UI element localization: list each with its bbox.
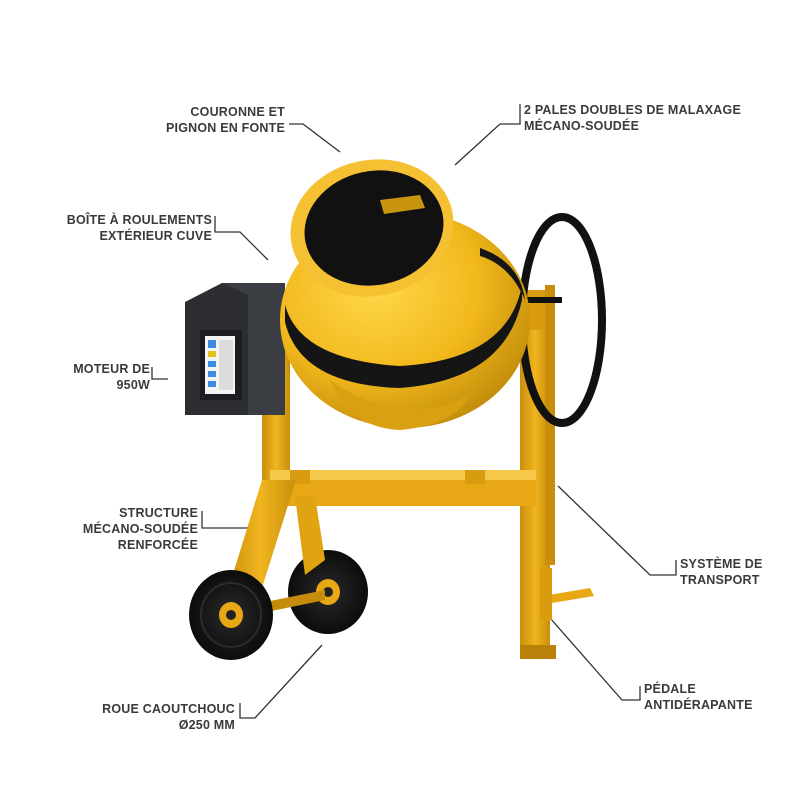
frame-structure [225, 285, 594, 659]
leader-transport [557, 485, 677, 576]
leader-pedale [549, 617, 641, 701]
leader-structure [201, 511, 248, 529]
front-wheel [189, 570, 273, 660]
callout-frame-line3: RENFORCÉE [117, 538, 198, 552]
mixing-drum [280, 159, 530, 430]
callout-motor-line1: MOTEUR DE [73, 362, 150, 376]
callout-frame-line1: STRUCTURE [119, 506, 198, 520]
leader-lines [151, 104, 677, 719]
callout-crown-gear: COURONNE ET PIGNON EN FONTE [150, 104, 285, 136]
callout-pedal-line2: ANTIDÉRAPANTE [644, 698, 753, 712]
leader-couronne [289, 123, 341, 153]
callout-mixing-blades: 2 PALES DOUBLES DE MALAXAGE MÉCANO-SOUDÉ… [524, 102, 741, 134]
callout-frame-line2: MÉCANO-SOUDÉE [82, 522, 198, 536]
leader-pales [454, 104, 521, 166]
leader-roue [239, 644, 323, 719]
callout-motor: MOTEUR DE 950W [70, 361, 150, 393]
callout-bearing-box-line2: EXTÉRIEUR CUVE [99, 229, 212, 243]
callout-transport-line1: SYSTÈME DE [680, 557, 763, 571]
leader-boite [214, 216, 269, 261]
callout-crown-gear-line1: COURONNE ET [190, 105, 285, 119]
callout-bearing-box-line1: BOÎTE À ROULEMENTS [66, 213, 212, 227]
callout-frame: STRUCTURE MÉCANO-SOUDÉE RENFORCÉE [60, 505, 198, 553]
callout-pedal-line1: PÉDALE [644, 682, 696, 696]
rear-wheel [288, 550, 368, 634]
motor-housing [185, 283, 285, 415]
callout-wheel-line2: Ø250 MM [178, 718, 235, 732]
callout-transport-system: SYSTÈME DE TRANSPORT [680, 556, 763, 588]
callout-wheel-line1: ROUE CAOUTCHOUC [102, 702, 235, 716]
callout-wheel: ROUE CAOUTCHOUC Ø250 MM [75, 701, 235, 733]
callout-bearing-box: BOÎTE À ROULEMENTS EXTÉRIEUR CUVE [40, 212, 212, 244]
callout-transport-line2: TRANSPORT [680, 573, 760, 587]
leader-moteur [151, 367, 168, 380]
callout-mixing-blades-line2: MÉCANO-SOUDÉE [524, 119, 640, 133]
callout-motor-line2: 950W [116, 378, 150, 392]
callout-mixing-blades-line1: 2 PALES DOUBLES DE MALAXAGE [524, 103, 741, 117]
callout-crown-gear-line2: PIGNON EN FONTE [166, 121, 285, 135]
callout-pedal: PÉDALE ANTIDÉRAPANTE [644, 681, 753, 713]
